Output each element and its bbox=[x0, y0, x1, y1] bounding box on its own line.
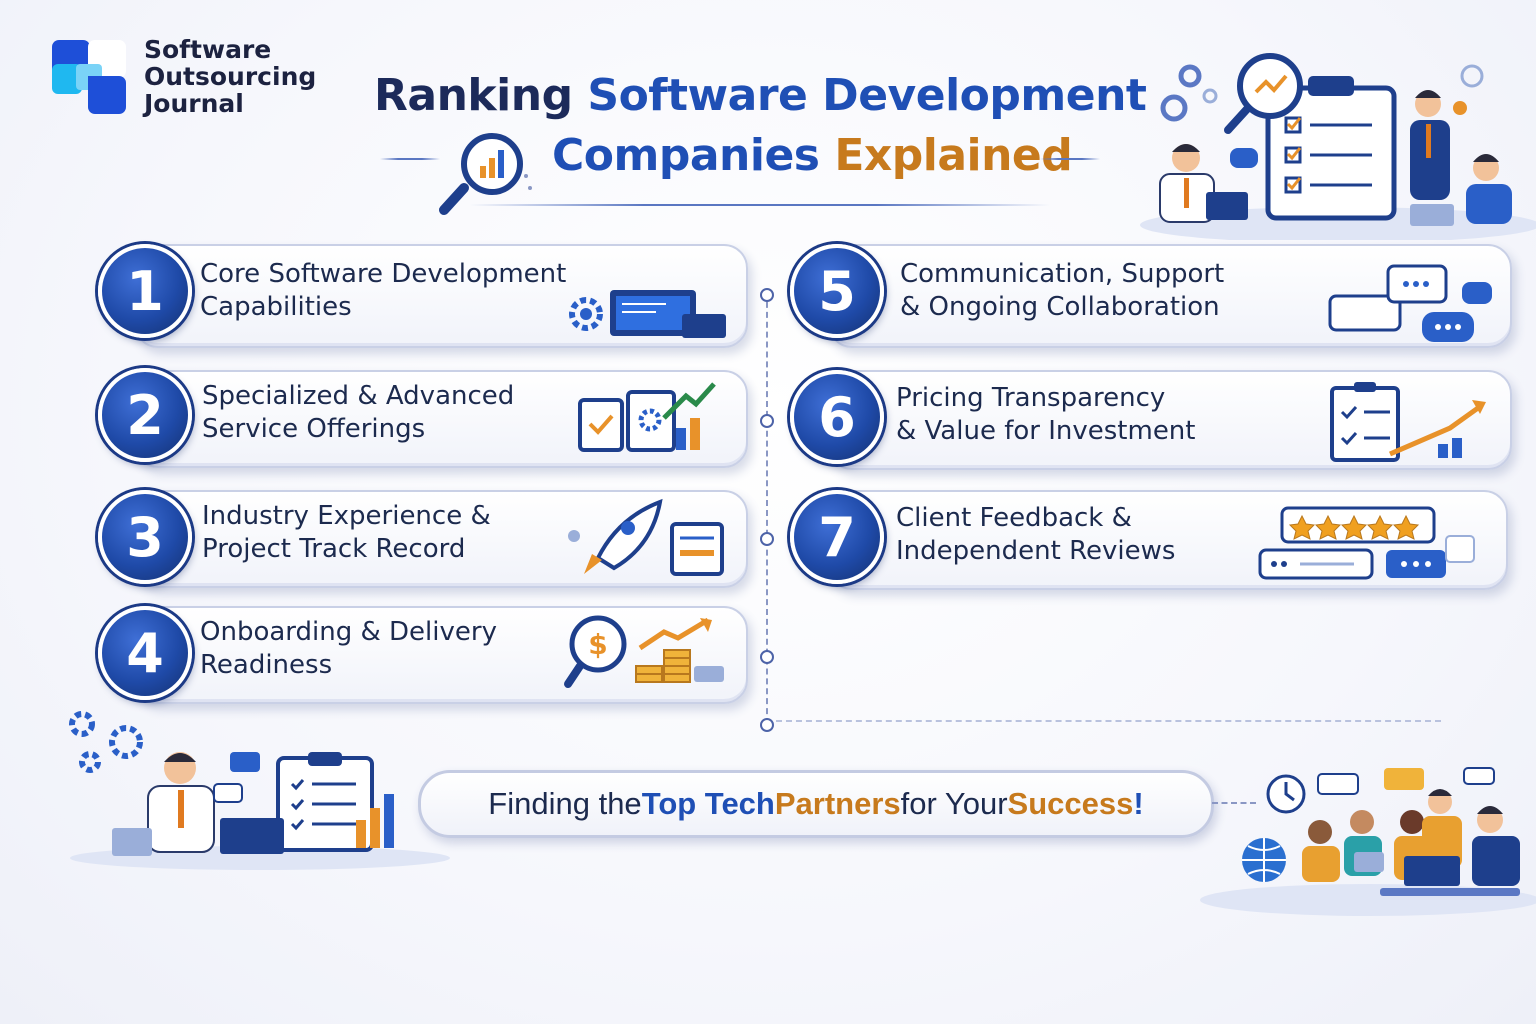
criterion-card-4[interactable]: Onboarding & Delivery Readiness $ bbox=[134, 606, 748, 704]
criterion-label-line-1: Core Software Development bbox=[200, 259, 567, 289]
analyst-illustration bbox=[69, 711, 450, 870]
tagline-exclamation: ! bbox=[1133, 786, 1144, 821]
computer-gear-icon bbox=[569, 290, 726, 338]
criterion-number-badge: 2 bbox=[98, 368, 192, 462]
criterion-label-line-1: Industry Experience & bbox=[202, 501, 491, 531]
tagline-connector bbox=[1212, 802, 1256, 804]
connector-line-horizontal bbox=[776, 720, 1441, 722]
criterion-card-6[interactable]: Pricing Transparency & Value for Investm… bbox=[828, 370, 1512, 470]
team-review-illustration bbox=[1140, 53, 1536, 240]
criterion-label-line-1: Specialized & Advanced bbox=[202, 381, 515, 411]
criterion-label-line-2: & Ongoing Collaboration bbox=[900, 292, 1220, 322]
gear-icon bbox=[69, 711, 143, 773]
criterion-label: Pricing Transparency & Value for Investm… bbox=[896, 382, 1195, 448]
tagline-partners: Partners bbox=[774, 786, 901, 821]
brand-name: Software Outsourcing Journal bbox=[144, 36, 316, 117]
criterion-card-1[interactable]: Core Software Development Capabilities bbox=[134, 244, 748, 348]
magnifier-chart-icon bbox=[439, 133, 532, 215]
logo-mark-icon bbox=[52, 40, 126, 114]
criterion-label: Onboarding & Delivery Readiness bbox=[200, 616, 497, 682]
criterion-card-2[interactable]: Specialized & Advanced Service Offerings bbox=[134, 370, 748, 468]
tagline-success: Success bbox=[1007, 786, 1134, 821]
tagline-banner: Finding the Top Tech Partners for Your S… bbox=[418, 770, 1214, 838]
connector-dot bbox=[760, 650, 774, 664]
criterion-label: Communication, Support & Ongoing Collabo… bbox=[900, 258, 1224, 324]
dollar-coins-icon: $ bbox=[564, 615, 724, 688]
connector-line bbox=[766, 292, 768, 724]
criterion-label-line-1: Onboarding & Delivery bbox=[200, 617, 497, 647]
criterion-label: Core Software Development Capabilities bbox=[200, 258, 566, 324]
clipboard-growth-icon bbox=[578, 382, 716, 452]
title-divider-right bbox=[1040, 158, 1100, 160]
criterion-label-line-1: Pricing Transparency bbox=[896, 383, 1166, 413]
tagline-top-tech: Top Tech bbox=[641, 786, 775, 821]
tagline-text: for Your bbox=[900, 786, 1008, 821]
criterion-number-badge: 4 bbox=[98, 606, 192, 700]
title-word-companies: Companies bbox=[552, 130, 835, 181]
connector-dot bbox=[760, 414, 774, 428]
connector-dot bbox=[760, 718, 774, 732]
title-phrase-software-development: Software Development bbox=[587, 70, 1147, 121]
connector-dot bbox=[760, 288, 774, 302]
criterion-card-5[interactable]: Communication, Support & Ongoing Collabo… bbox=[828, 244, 1512, 348]
gear-icon bbox=[1160, 64, 1202, 122]
title-divider-left bbox=[380, 158, 440, 160]
star-review-icon bbox=[1258, 506, 1475, 580]
criterion-label: Client Feedback & Independent Reviews bbox=[896, 502, 1175, 568]
criterion-number-badge: 6 bbox=[790, 370, 884, 464]
rocket-documents-icon bbox=[568, 498, 724, 576]
chat-bubbles-icon bbox=[1328, 264, 1492, 342]
title-underline bbox=[470, 204, 1050, 206]
brand-line-2: Outsourcing bbox=[144, 62, 317, 91]
brand-line-3: Journal bbox=[144, 89, 244, 118]
checklist-arrow-icon bbox=[1330, 382, 1486, 462]
criterion-label-line-2: Project Track Record bbox=[202, 534, 466, 564]
criterion-label-line-1: Communication, Support bbox=[900, 259, 1225, 289]
title-word-ranking: Ranking bbox=[374, 70, 588, 121]
criterion-label-line-2: Service Offerings bbox=[202, 414, 426, 444]
criterion-number-badge: 3 bbox=[98, 490, 192, 584]
criterion-label: Industry Experience & Project Track Reco… bbox=[202, 500, 491, 566]
criterion-label-line-2: & Value for Investment bbox=[896, 416, 1196, 446]
criterion-label-line-1: Client Feedback & bbox=[896, 503, 1132, 533]
team-collaboration-illustration bbox=[1200, 767, 1536, 916]
criterion-label-line-2: Readiness bbox=[200, 650, 333, 680]
criterion-label-line-2: Independent Reviews bbox=[896, 536, 1176, 566]
title-word-explained: Explained bbox=[834, 130, 1073, 181]
criterion-number-badge: 1 bbox=[98, 244, 192, 338]
svg-text:$: $ bbox=[588, 628, 607, 661]
criterion-card-3[interactable]: Industry Experience & Project Track Reco… bbox=[134, 490, 748, 588]
brand-line-1: Software bbox=[144, 35, 272, 64]
criterion-number-badge: 7 bbox=[790, 490, 884, 584]
page-title-line-1: Ranking Software Development bbox=[374, 70, 1147, 121]
page-title-line-2: Companies Explained bbox=[552, 130, 1073, 181]
criterion-number-badge: 5 bbox=[790, 244, 884, 338]
criterion-card-7[interactable]: Client Feedback & Independent Reviews bbox=[828, 490, 1508, 590]
tagline-text: Finding the bbox=[488, 786, 642, 821]
criterion-label-line-2: Capabilities bbox=[200, 292, 352, 322]
connector-dot bbox=[760, 532, 774, 546]
criterion-label: Specialized & Advanced Service Offerings bbox=[202, 380, 514, 446]
brand-logo: Software Outsourcing Journal bbox=[50, 36, 330, 126]
